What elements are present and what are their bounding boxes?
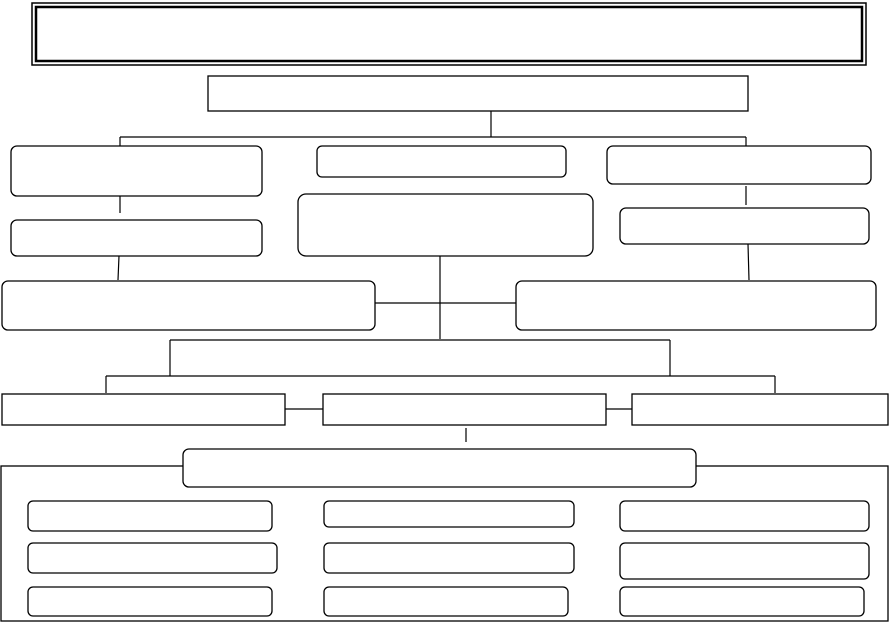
- mid-row: [1, 393, 889, 442]
- group-header-box: [182, 448, 697, 488]
- header-banner: [31, 2, 867, 66]
- right-box-c: [515, 280, 877, 331]
- grid-box-r3c1: [27, 586, 273, 617]
- grid-box-r2c1: [27, 542, 278, 574]
- mid-row-box-2: [322, 393, 607, 426]
- grid-box-r1c1: [27, 500, 273, 532]
- level1-connectors: [119, 111, 747, 146]
- right-box-a: [606, 145, 872, 185]
- grid-box-r3c3: [619, 586, 865, 617]
- left-branch: [1, 145, 376, 331]
- center-box-b: [297, 193, 594, 257]
- bottom-group: [0, 448, 889, 622]
- grid-box-r1c2: [323, 500, 575, 528]
- mid-row-box-1: [1, 393, 286, 426]
- mid-row-box-3: [631, 393, 889, 426]
- grid-box-r1c3: [619, 500, 870, 532]
- right-box-b: [619, 207, 870, 245]
- left-box-c: [1, 280, 376, 331]
- grid-box-r3c2: [323, 586, 569, 617]
- level1-box: [207, 75, 749, 112]
- grid-box-r2c3: [619, 542, 870, 580]
- right-branch: [515, 145, 877, 331]
- center-branch: [297, 145, 594, 257]
- center-box-a: [316, 145, 567, 178]
- middle-junction: [105, 256, 776, 393]
- grid-box-r2c2: [323, 542, 575, 574]
- left-box-b: [10, 219, 263, 257]
- left-box-a: [10, 145, 263, 197]
